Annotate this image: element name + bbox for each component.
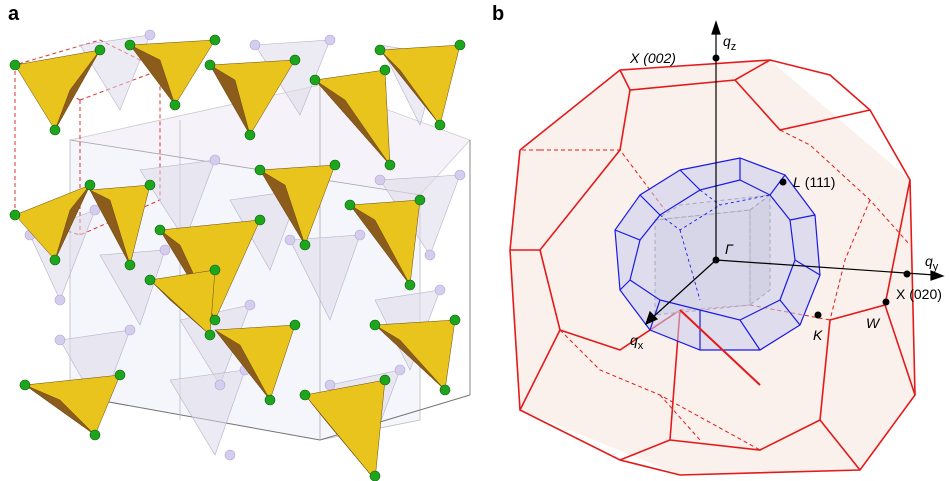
- gold-tetrahedra: [14, 39, 461, 481]
- x002-point: [712, 54, 720, 62]
- tetra-14: [24, 374, 121, 436]
- l111-point: [779, 178, 787, 186]
- gamma-point: [712, 256, 720, 264]
- tetra-13: [214, 324, 296, 401]
- x020-point: [903, 270, 911, 278]
- tetra-12: [374, 319, 456, 391]
- qz-arrowhead: [711, 20, 721, 35]
- gamma-label: Γ: [725, 241, 734, 257]
- green-atoms: [9, 34, 466, 481]
- w-label: W: [866, 315, 881, 331]
- point-labels: X (002) Γ L(111) K W X (020) qz qy qx: [629, 33, 942, 352]
- panel-b-label: b: [492, 3, 504, 25]
- k-label: K: [813, 327, 823, 343]
- tetra-3: [209, 59, 296, 136]
- qx-axis: [651, 259, 717, 319]
- qy-arrowhead: [930, 270, 945, 281]
- tetra-1: [14, 49, 101, 131]
- tetra-4: [314, 69, 391, 166]
- qz-label: qz: [723, 33, 736, 53]
- w-point: [882, 298, 890, 306]
- qy-label: qy: [925, 253, 939, 273]
- panel-a-label: a: [8, 3, 20, 25]
- x020-label: X (020): [896, 286, 942, 302]
- panel-b: b: [492, 3, 945, 476]
- gamma-k-path: [679, 309, 761, 386]
- qy-axis: [715, 259, 936, 276]
- tetra-8: [259, 164, 336, 246]
- tetra-5: [379, 44, 461, 126]
- high-symmetry-points: [712, 54, 911, 319]
- tetra-15: [304, 379, 386, 481]
- tetra-6: [14, 184, 91, 261]
- qx-label: qx: [630, 332, 644, 352]
- inner-brillouin-zone: [614, 157, 821, 351]
- tetra-11: [149, 269, 216, 336]
- panel-a: a: [8, 3, 471, 481]
- reciprocal-axes: [644, 20, 945, 326]
- k-point: [814, 311, 822, 319]
- tetra-7: [89, 184, 151, 266]
- l111-label: L(111): [793, 174, 835, 190]
- qx-arrowhead: [644, 310, 659, 326]
- x002-label: X (002): [629, 50, 676, 66]
- tetra-9: [349, 199, 421, 286]
- tetra-2: [129, 39, 216, 106]
